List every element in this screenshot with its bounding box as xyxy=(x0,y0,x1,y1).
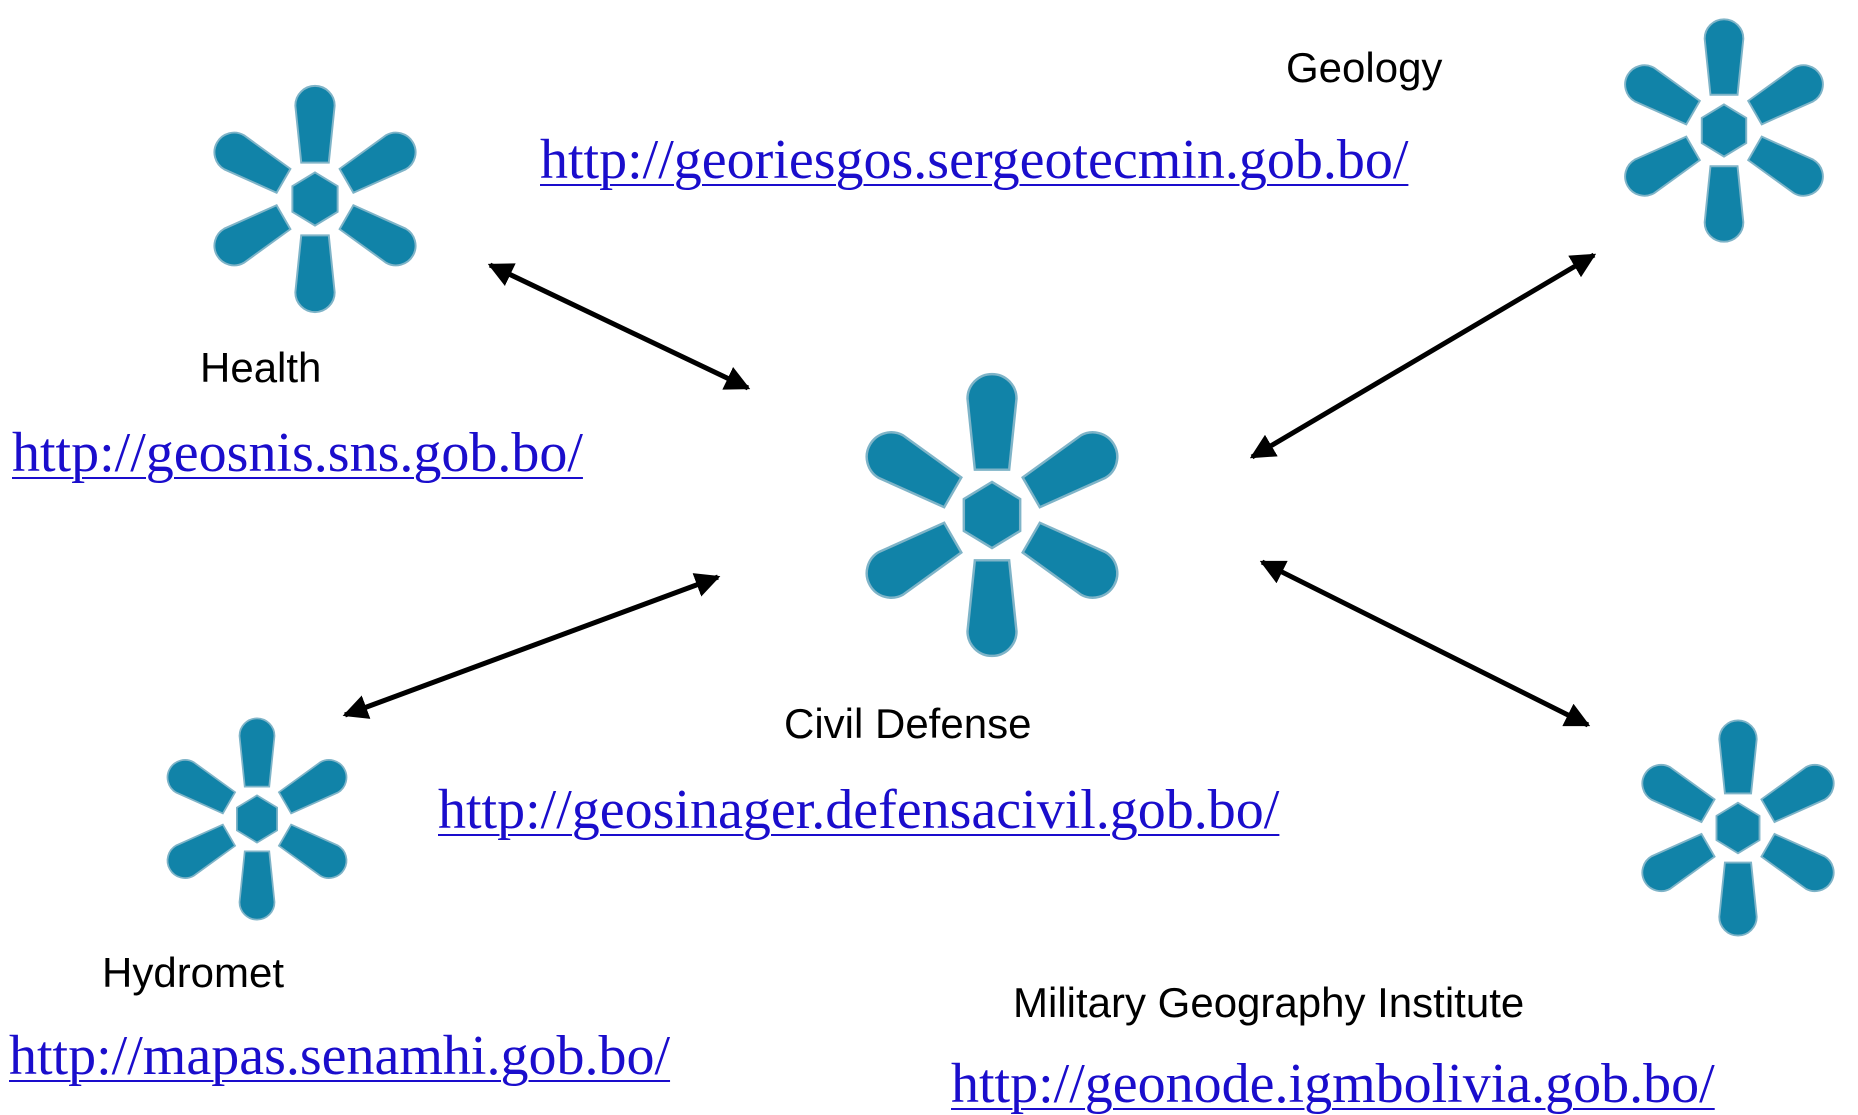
geology-url-link[interactable]: http://georiesgos.sergeotecmin.gob.bo/ xyxy=(540,129,1409,191)
arrow-hydromet-civil xyxy=(342,573,721,719)
arrow-geology-civil xyxy=(1249,252,1597,460)
health-url-link[interactable]: http://geosnis.sns.gob.bo/ xyxy=(12,422,583,484)
military-geography-label: Military Geography Institute xyxy=(1013,979,1525,1026)
hydromet-label: Hydromet xyxy=(102,949,285,996)
military-geography-url-link[interactable]: http://geonode.igmbolivia.gob.bo/ xyxy=(951,1053,1715,1115)
geonode-logo-icon xyxy=(206,84,424,314)
geonode-logo-icon xyxy=(1617,18,1831,243)
geonode-logo-icon xyxy=(160,717,354,921)
health-label: Health xyxy=(200,344,322,391)
geonode-logo-icon xyxy=(856,372,1128,658)
civil-defense-label: Civil Defense xyxy=(784,700,1032,747)
arrow-health-civil xyxy=(487,262,751,391)
civil-defense-url-link[interactable]: http://geosinager.defensacivil.gob.bo/ xyxy=(438,779,1280,841)
hydromet-url-link[interactable]: http://mapas.senamhi.gob.bo/ xyxy=(9,1025,671,1087)
arrow-military-civil xyxy=(1259,559,1591,728)
geology-label: Geology xyxy=(1286,44,1443,91)
geonode-logo-icon xyxy=(1634,719,1842,937)
